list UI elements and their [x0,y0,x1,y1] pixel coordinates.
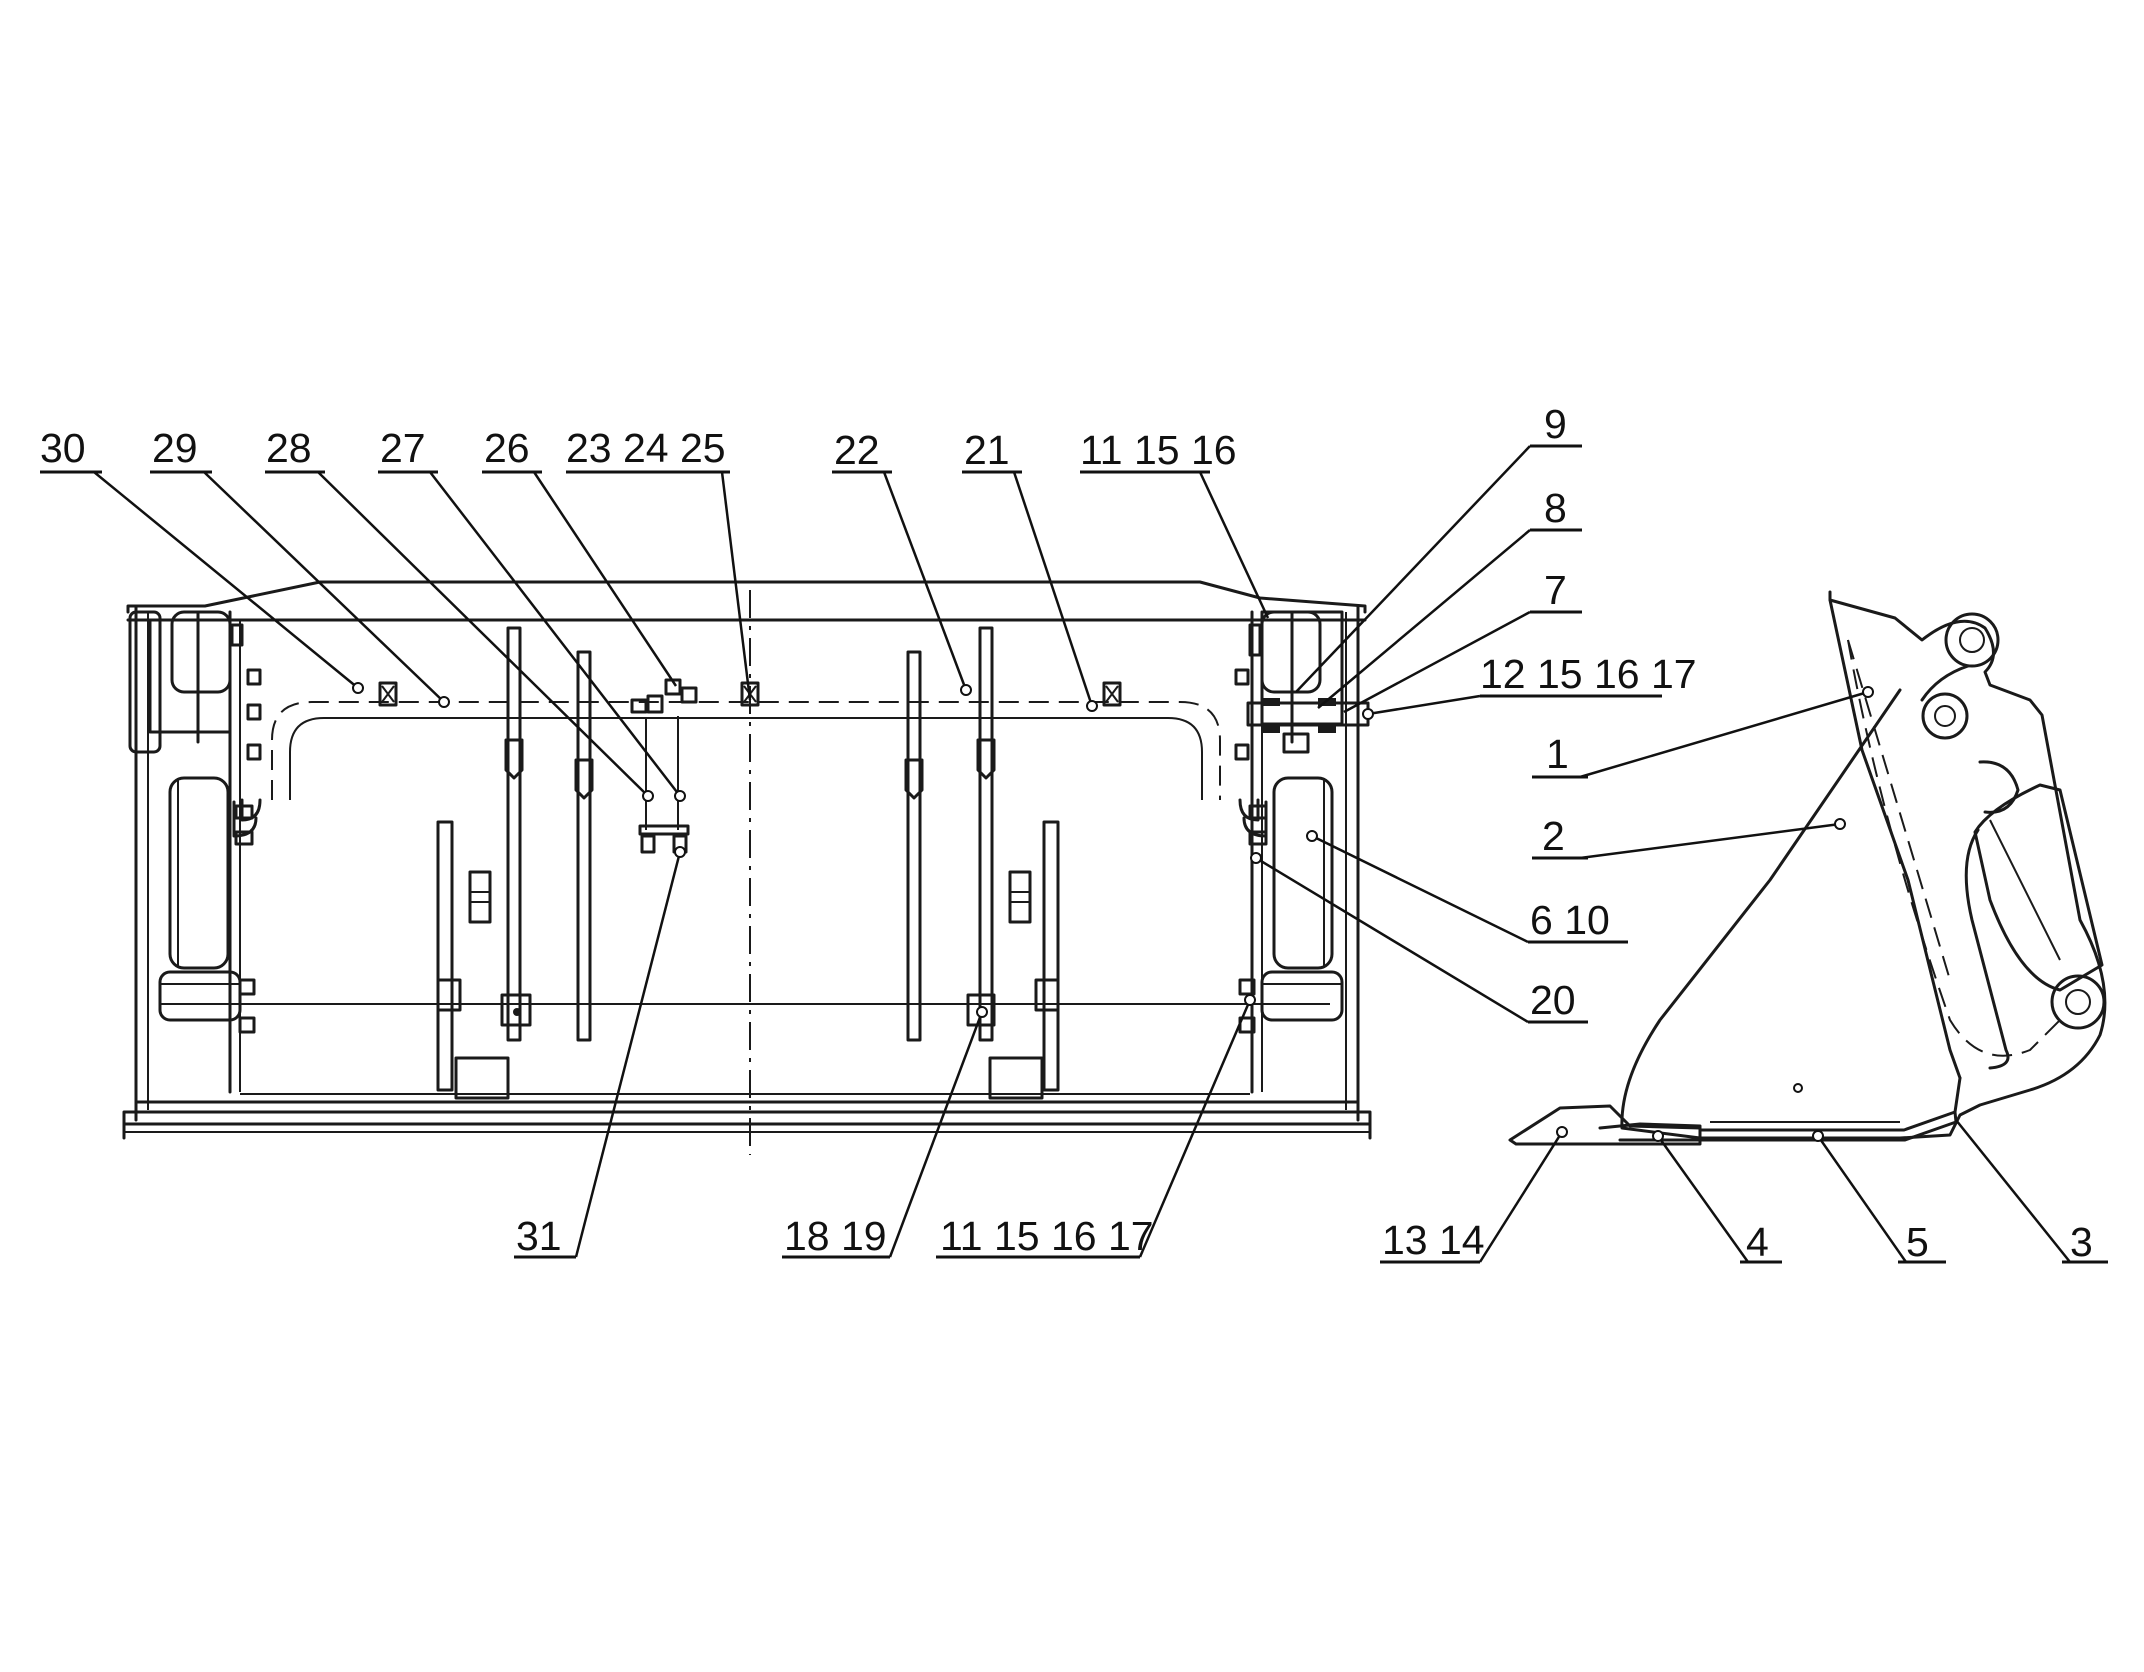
side-view [1508,590,2107,1146]
callout-5: 5 [1906,1219,1929,1265]
leaders [40,444,2108,1264]
middle-pivot-boss [1921,692,1969,740]
callout-18-19: 18 19 [784,1213,887,1259]
callout-30: 30 [40,425,86,471]
side-cylinder [1973,783,2104,992]
hydraulic-tube-inner [289,717,1203,800]
left-cylinder [158,776,262,1034]
right-cylinder [1238,776,1344,1034]
callout-12-15-16-17: 12 15 16 17 [1480,651,1697,697]
callout-20: 20 [1530,977,1576,1023]
bottom-cutting-edge [122,1110,1372,1126]
callout-31: 31 [516,1213,562,1259]
slot-right [1008,870,1032,924]
callout-9: 9 [1544,401,1567,447]
callout-26: 26 [484,425,530,471]
callout-29: 29 [152,425,198,471]
callout-1: 1 [1546,731,1569,777]
strap-2 [574,650,594,1042]
callout-22: 22 [834,427,880,473]
callout-11-15-16-top: 11 15 16 [1080,427,1237,473]
strap-6 [1034,820,1060,1092]
wear-block-left [454,1056,510,1100]
callout-23-24-25: 23 24 25 [566,425,726,471]
strap-4 [904,650,924,1042]
callout-11-15-16-17-bottom: 11 15 16 17 [940,1213,1154,1259]
callout-28: 28 [266,425,312,471]
callout-6-10: 6 10 [1530,897,1610,943]
callout-21: 21 [964,427,1010,473]
slot-left [468,870,492,924]
strap-3 [436,820,462,1092]
bucket-front-line [1828,598,1962,1080]
bottom-wear-plate [1698,1110,1958,1142]
top-crossmember [126,580,1367,614]
tooth [1598,1122,1702,1142]
pivot-pin [1246,701,1370,727]
upper-pivot-boss [1944,612,2000,668]
callout-3: 3 [2070,1219,2093,1265]
callout-2: 2 [1542,813,1565,859]
right-pivot-assembly [1234,610,1370,1094]
callout-8: 8 [1544,485,1567,531]
wear-block-right [988,1056,1044,1100]
tooth-adapter [1508,1104,1702,1146]
left-pivot-assembly [128,610,262,1094]
tube-clamp-left [378,681,398,707]
strap-1 [500,626,532,1042]
fitting-cluster [630,678,698,854]
callout-4: 4 [1746,1219,1769,1265]
tube-clamp-right [1102,681,1122,707]
callout-27: 27 [380,425,426,471]
callout-7: 7 [1544,567,1567,613]
hydraulic-tube-outer [271,701,1221,800]
callout-13-14: 13 14 [1382,1217,1485,1263]
lower-pivot-boss [2050,974,2106,1030]
callout-labels: 30 29 28 27 26 23 24 25 22 21 11 15 16 9… [40,401,2093,1265]
front-view [122,580,1372,1155]
bucket-inner-curve [1847,639,2061,1057]
